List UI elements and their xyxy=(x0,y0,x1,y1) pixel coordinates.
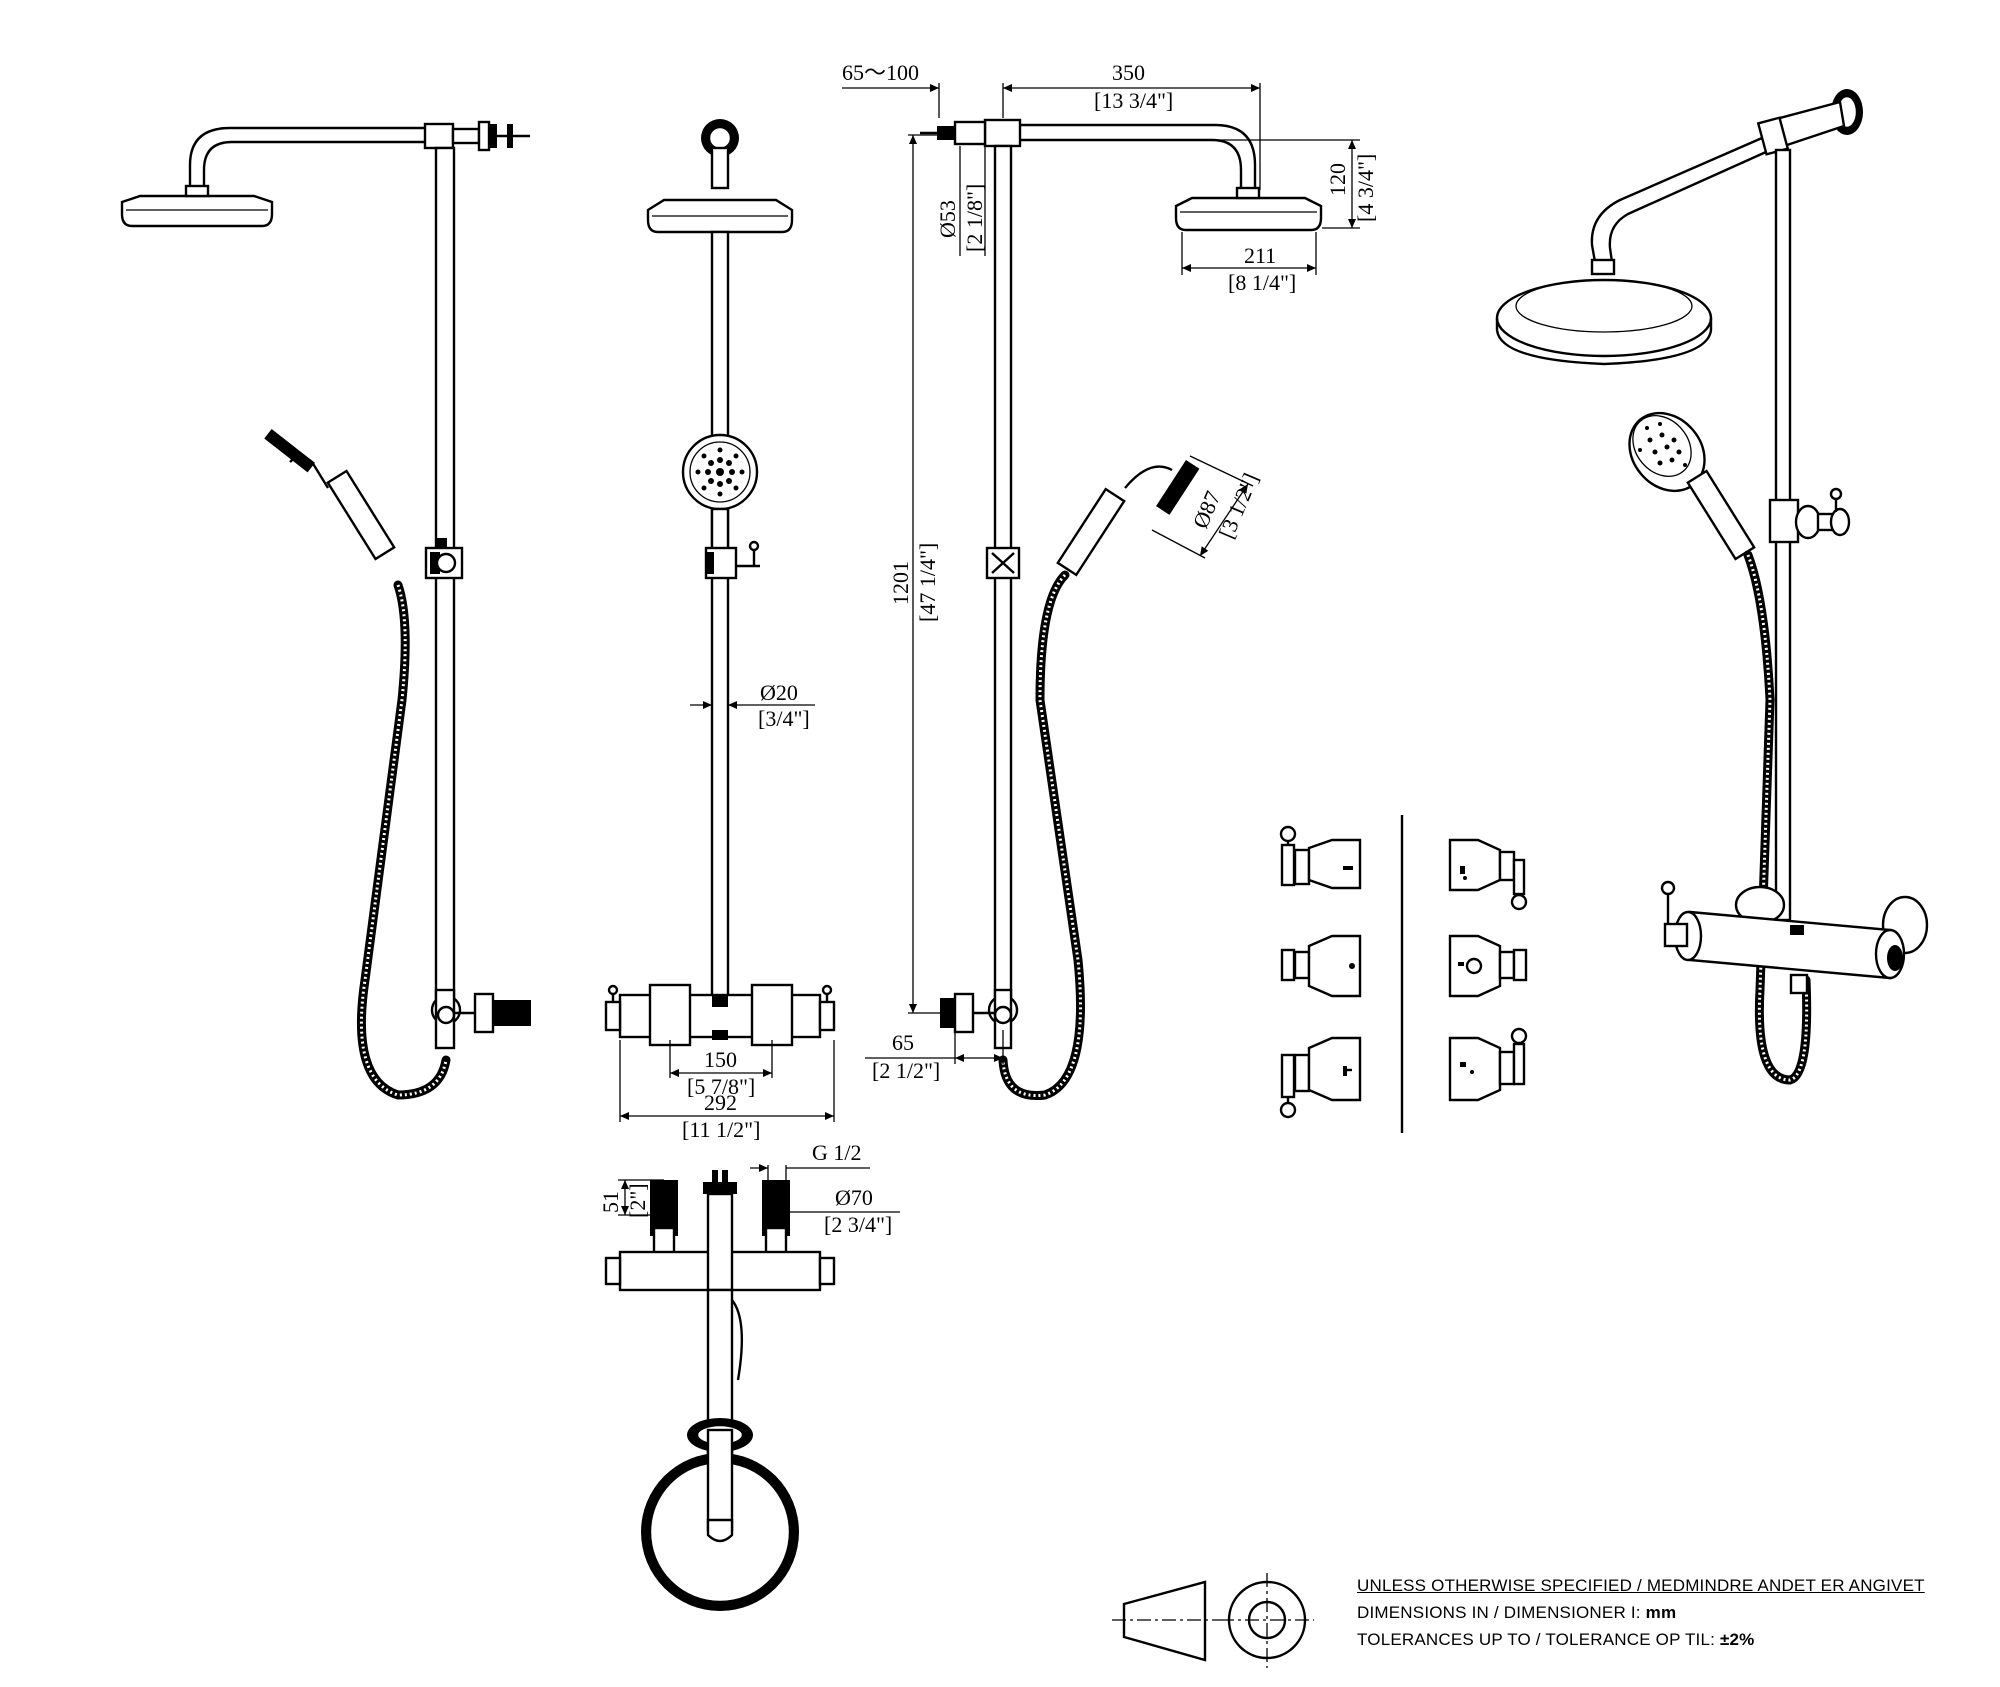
dim-thread: G 1/2 xyxy=(812,1140,862,1165)
note-dimensions-unit: DIMENSIONS IN / DIMENSIONER I: mm xyxy=(1357,1599,1925,1626)
dim-arm-offset: 65～100 xyxy=(842,60,919,85)
dim-rail-diameter-in: [3/4"] xyxy=(758,706,810,731)
dim-wall-projection-mm: 65 xyxy=(892,1030,914,1055)
dim-eccentric-in: [2"] xyxy=(625,1183,650,1218)
dim-cover-in: [2 3/4"] xyxy=(824,1212,892,1237)
dim-head-diameter-mm: 211 xyxy=(1244,243,1276,268)
dim-centers-mm: 150 xyxy=(704,1047,737,1072)
dim-wall-flange-mm: Ø53 xyxy=(935,200,960,238)
notes-block: UNLESS OTHERWISE SPECIFIED / MEDMINDRE A… xyxy=(1357,1572,1925,1653)
handle-variant-1 xyxy=(1279,825,1362,890)
handle-variant-3 xyxy=(1279,1036,1362,1119)
dim-head-drop-in: [4 3/4"] xyxy=(1353,154,1378,222)
dim-rail-height-mm: 1201 xyxy=(888,561,913,605)
dim-rail-diameter-mm: Ø20 xyxy=(760,680,798,705)
handle-variant-2 xyxy=(1280,934,1362,998)
dim-wall-projection-in: [2 1/2"] xyxy=(872,1058,940,1083)
dim-overall-width-mm: 292 xyxy=(704,1090,737,1115)
projection-symbol xyxy=(1112,1573,1314,1668)
note-dimensions-value: mm xyxy=(1645,1603,1677,1622)
handle-variant-5 xyxy=(1448,934,1528,998)
dim-head-diameter-in: [8 1/4"] xyxy=(1228,270,1296,295)
top-view xyxy=(604,1170,836,1611)
side-view-left xyxy=(120,120,531,1100)
handle-variant-4 xyxy=(1448,838,1528,911)
dim-arm-length-mm: 350 xyxy=(1112,60,1145,85)
note-dimensions-label: DIMENSIONS IN / DIMENSIONER I: xyxy=(1357,1603,1646,1622)
dim-eccentric-mm: 51 xyxy=(598,1191,623,1213)
dim-arm-length-in: [13 3/4"] xyxy=(1094,88,1173,113)
note-tolerances-value: ±2% xyxy=(1719,1630,1755,1649)
dim-overall-width-in: [11 1/2"] xyxy=(682,1117,760,1142)
handle-variants xyxy=(1279,815,1528,1133)
note-tolerances-label: TOLERANCES UP TO / TOLERANCE OP TIL: xyxy=(1357,1630,1720,1649)
note-tolerances: TOLERANCES UP TO / TOLERANCE OP TIL: ±2% xyxy=(1357,1626,1925,1653)
dim-rail-height-in: [47 1/4"] xyxy=(915,543,940,622)
dim-cover-mm: Ø70 xyxy=(835,1185,873,1210)
handle-variant-6 xyxy=(1448,1027,1528,1102)
dim-wall-flange-in: [2 1/8"] xyxy=(962,184,987,252)
note-unless-specified: UNLESS OTHERWISE SPECIFIED / MEDMINDRE A… xyxy=(1357,1576,1925,1595)
isometric-view xyxy=(1495,89,1929,1085)
dim-centers-in: [5 7/8"] xyxy=(687,1074,755,1099)
front-view xyxy=(604,119,836,1047)
dim-head-drop-mm: 120 xyxy=(1325,163,1350,196)
